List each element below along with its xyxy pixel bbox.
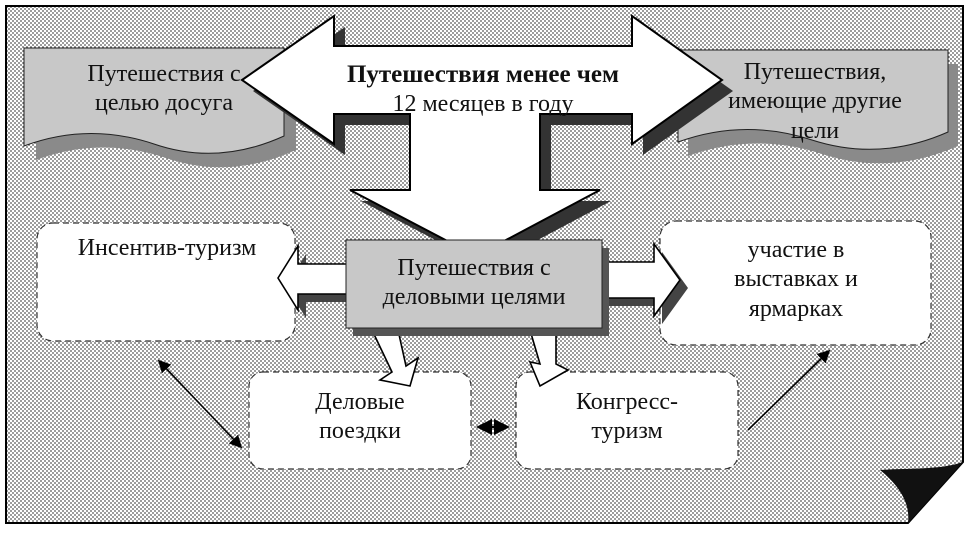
business-trips-label: Деловые поездки (249, 388, 471, 447)
congress-box (515, 371, 739, 470)
leisure-line2: целью досуга (95, 90, 233, 117)
congress-line2: туризм (591, 418, 663, 445)
connector-congress-exhibitions (747, 349, 831, 431)
page-curl-icon (880, 462, 963, 523)
exhibitions-line1: участие в (747, 237, 845, 263)
business-label: Путешествия с деловыми целями (346, 254, 602, 313)
connector-incentive-business-trips (157, 359, 243, 449)
center-subtitle: 12 месяцев в году (392, 91, 574, 117)
exhibitions-line2: выставках и (734, 266, 858, 293)
central-arrow (240, 14, 724, 258)
business-trips-box (248, 371, 472, 470)
other-line1: Путешествия, (743, 59, 887, 85)
exhibitions-line3: ярмарках (748, 295, 844, 322)
center-title: Путешествия менее чем (346, 61, 620, 88)
leisure-line1: Путешествия с (87, 61, 241, 87)
business-trips-line2: поездки (319, 418, 401, 445)
leisure-box (23, 47, 285, 154)
business-box (345, 239, 603, 329)
business-line2: деловыми целями (382, 284, 566, 311)
incentive-label: Инсентив-туризм (77, 235, 257, 261)
exhibitions-label: участие в выставках и ярмарках (680, 236, 912, 324)
leisure-label: Путешествия с целью досуга (44, 60, 284, 119)
other-purposes-label: Путешествия, имеющие другие цели (690, 58, 940, 146)
other-purposes-box (677, 49, 949, 150)
business-line1: Путешествия с (397, 255, 551, 281)
congress-label: Конгресс- туризм (516, 388, 738, 447)
congress-line1: Конгресс- (575, 389, 679, 415)
other-line2: имеющие другие (728, 88, 902, 115)
other-line3: цели (790, 117, 840, 144)
business-trips-line1: Деловые (315, 389, 405, 415)
